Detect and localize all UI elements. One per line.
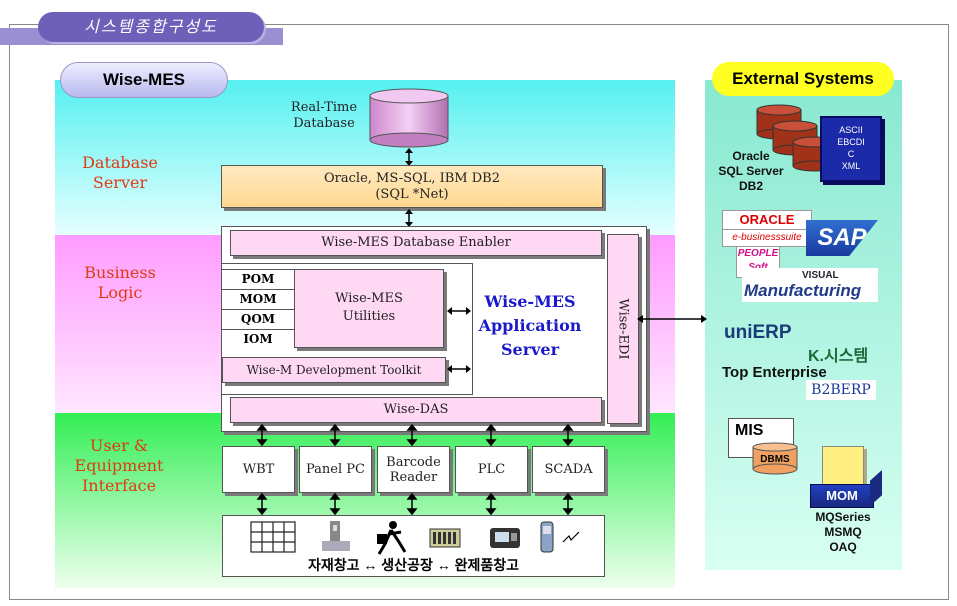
oracle-sql-box: Oracle, MS-SQL, IBM DB2 (SQL *Net)	[221, 165, 603, 208]
warehouse-rack-icon	[250, 521, 296, 553]
unierp-logo: uniERP	[724, 322, 792, 343]
external-systems-label: External Systems	[712, 62, 894, 96]
k-system-logo: K.시스템	[808, 348, 869, 365]
device-arrows-lower	[256, 493, 574, 516]
dbms-cylinder-icon	[752, 442, 798, 475]
module-mom: MOM	[222, 290, 294, 310]
database-server-label: Database Server	[82, 153, 158, 192]
mis-label: MIS	[735, 422, 764, 439]
external-database-icon	[756, 104, 838, 172]
device-panel-pc: Panel PC	[299, 446, 372, 493]
module-list: POM MOM QOM IOM	[222, 270, 295, 348]
realtime-database-label: Real-Time Database	[290, 100, 358, 131]
external-db-names: Oracle SQL Server DB2	[718, 149, 784, 193]
mq-list: MQSeries MSMQ OAQ	[815, 510, 871, 554]
page-title: 시스템종합구성도	[38, 12, 264, 42]
database-enabler-box: Wise-MES Database Enabler	[230, 230, 602, 256]
wise-edi-box: Wise-EDI	[607, 234, 639, 424]
wise-edi-label: Wise-EDI	[615, 298, 631, 360]
material-flow-text: 자재창고 ↔ 생산공장 ↔ 완제품창고	[308, 557, 519, 573]
b2berp-logo: B2BERP	[806, 380, 876, 400]
user-equipment-label: User & Equipment Interface	[74, 436, 164, 495]
module-qom: QOM	[222, 310, 294, 330]
device-barcode-reader: Barcode Reader	[377, 446, 450, 493]
arrow-icon	[405, 209, 413, 227]
mom-box-side	[870, 470, 882, 506]
module-pom: POM	[222, 270, 294, 290]
page-frame	[9, 24, 949, 600]
app-server-label: Wise-MES Application Server	[478, 292, 582, 359]
worker-icon	[377, 521, 407, 555]
machine-icon	[322, 521, 350, 551]
arrow-icon	[447, 307, 471, 315]
oracle-logo: ORACLE	[722, 210, 812, 230]
arrow-icon	[447, 365, 471, 373]
encoding-box: ASCII EBCDI C XML	[820, 116, 882, 182]
dbms-label: DBMS	[760, 454, 790, 465]
realtime-database-icon	[369, 88, 449, 148]
encoding-list: ASCII EBCDI C XML	[837, 125, 865, 171]
database-band	[55, 80, 675, 235]
wise-mes-label: Wise-MES	[60, 62, 228, 98]
mom-box: MOM	[810, 484, 874, 508]
visual-manufacturing-logo: VISUAL Manufacturing	[742, 268, 878, 302]
device-wbt: WBT	[222, 446, 295, 493]
ebs-logo: e-businesssuite	[722, 229, 812, 247]
arrow-icon	[637, 315, 707, 323]
business-logic-label: Business Logic	[84, 263, 156, 302]
document-icon	[822, 446, 864, 490]
factory-floor-box: 자재창고 ↔ 생산공장 ↔ 완제품창고	[222, 515, 605, 577]
arrow-icon	[405, 148, 413, 166]
device-arrows	[256, 424, 574, 447]
manufacturing-label: Manufacturing	[744, 281, 862, 300]
device-scada: SCADA	[532, 446, 605, 493]
plc-icon	[429, 528, 461, 548]
dev-toolkit-box: Wise-M Development Toolkit	[222, 357, 446, 383]
top-enterprise-logo: Top Enterprise	[722, 364, 827, 381]
terminal-icon	[490, 528, 520, 548]
wise-das-box: Wise-DAS	[230, 397, 602, 423]
device-plc: PLC	[455, 446, 528, 493]
visual-label: VISUAL	[802, 270, 839, 281]
module-iom: IOM	[243, 332, 273, 346]
handheld-scanner-icon	[540, 521, 580, 553]
utilities-box: Wise-MES Utilities	[294, 269, 444, 348]
